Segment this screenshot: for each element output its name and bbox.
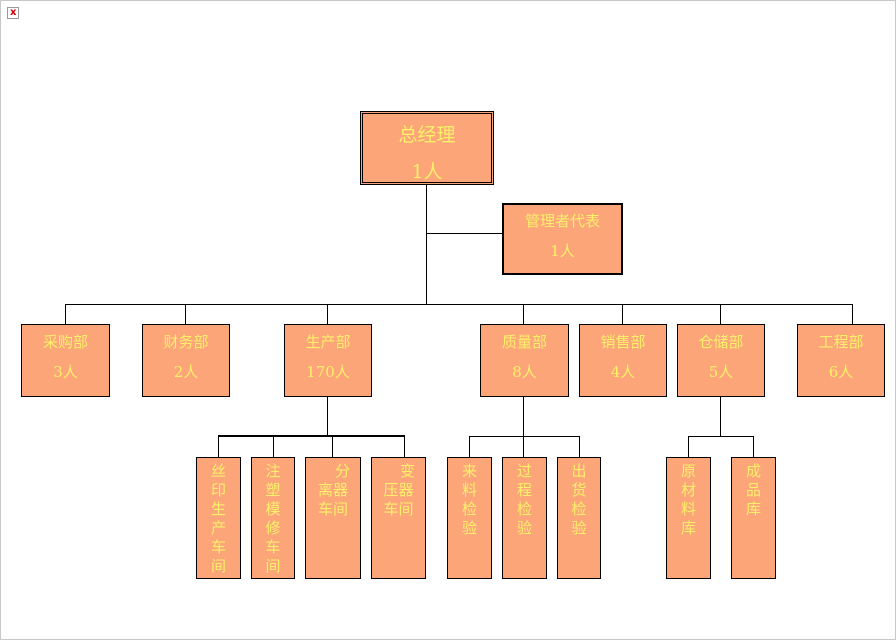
node-unit: 注塑模修车间 xyxy=(251,457,295,579)
node-dept-finance: 财务部 2人 xyxy=(142,324,230,397)
unit-label-line: 料 xyxy=(680,500,696,518)
unit-label-line: 检 xyxy=(461,500,477,518)
connector-prod-2 xyxy=(332,435,333,458)
node-management-rep-count: 1人 xyxy=(550,242,575,260)
unit-label-line: 库 xyxy=(745,500,761,518)
dept-name: 采购部 xyxy=(42,333,88,351)
unit-label-line: 丝 xyxy=(210,462,226,480)
node-unit: 成品库 xyxy=(731,457,776,579)
unit-label-line: 库 xyxy=(680,519,696,537)
unit-label-line: 压器 xyxy=(383,481,414,499)
connector-prod-1 xyxy=(273,435,274,458)
node-unit: 来料检验 xyxy=(447,457,492,579)
dept-name: 销售部 xyxy=(600,333,646,351)
dept-name: 质量部 xyxy=(501,333,547,351)
connector-wh-bus xyxy=(688,436,754,437)
unit-label-line: 过 xyxy=(516,462,532,480)
dept-name: 财务部 xyxy=(163,333,209,351)
node-dept-warehouse: 仓储部 5人 xyxy=(677,324,765,397)
node-dept-engineering: 工程部 6人 xyxy=(797,324,885,397)
connector-dept-1 xyxy=(185,304,186,324)
connector-qa-2 xyxy=(579,436,580,458)
unit-label-line: 原 xyxy=(680,462,696,480)
unit-label-line: 塑 xyxy=(265,481,281,499)
unit-label-line: 车间 xyxy=(317,500,348,518)
unit-label-line: 产 xyxy=(210,519,226,537)
connector-wh-0 xyxy=(688,436,689,458)
unit-label-line: 验 xyxy=(516,519,532,537)
unit-label-line: 间 xyxy=(265,557,281,575)
node-management-rep: 管理者代表 1人 xyxy=(502,203,623,275)
dept-name: 生产部 xyxy=(305,333,351,351)
node-dept-purchasing: 采购部 3人 xyxy=(21,324,110,397)
dept-count: 6人 xyxy=(828,363,854,381)
connector-wh-down xyxy=(720,396,721,436)
unit-label-line: 车 xyxy=(210,538,226,556)
connector-qa-1 xyxy=(523,436,524,458)
unit-label-line: 货 xyxy=(571,481,587,499)
unit-label-line: 材 xyxy=(680,481,696,499)
dept-count: 2人 xyxy=(173,363,199,381)
node-general-manager-count: 1人 xyxy=(411,161,443,183)
unit-label-line: 印 xyxy=(210,481,226,499)
node-general-manager: 总经理 1人 xyxy=(360,111,494,185)
unit-label-line: 车间 xyxy=(383,500,414,518)
dept-count: 8人 xyxy=(512,363,537,381)
dept-name: 工程部 xyxy=(818,333,864,351)
node-unit: 出货检验 xyxy=(557,457,601,579)
connector-qa-bus xyxy=(469,436,580,437)
connector-qa-down xyxy=(523,396,524,436)
unit-label-line: 变 xyxy=(399,462,415,480)
dept-count: 5人 xyxy=(708,363,734,381)
connector-dept-5 xyxy=(720,304,721,324)
node-dept-production: 生产部 170人 xyxy=(284,324,372,397)
unit-label-line: 注 xyxy=(265,462,281,480)
connector-dept-0 xyxy=(65,304,66,324)
connector-prod-0 xyxy=(218,435,219,458)
connector-dept-4 xyxy=(622,304,623,324)
unit-label-line: 分 xyxy=(334,462,350,480)
node-management-rep-name: 管理者代表 xyxy=(524,212,600,230)
connector-qa-0 xyxy=(469,436,470,458)
connector-dept-2 xyxy=(327,304,328,324)
unit-label-line: 验 xyxy=(461,519,477,537)
connector-prod-bus xyxy=(218,435,405,437)
connector-root-down xyxy=(426,184,427,304)
dept-name: 仓储部 xyxy=(698,333,744,351)
unit-label-line: 间 xyxy=(210,557,226,575)
connector-dept-3 xyxy=(523,304,524,324)
unit-label-line: 生 xyxy=(210,500,226,518)
connector-dept-bus xyxy=(65,304,853,305)
unit-label-line: 品 xyxy=(745,481,761,499)
connector-wh-1 xyxy=(753,436,754,458)
unit-label-line: 验 xyxy=(571,519,587,537)
node-dept-quality: 质量部 8人 xyxy=(480,324,569,397)
node-unit: 分离器车间 xyxy=(305,457,361,579)
node-dept-sales: 销售部 4人 xyxy=(579,324,667,397)
unit-label-line: 程 xyxy=(516,481,532,499)
node-unit: 丝印生产车间 xyxy=(196,457,241,579)
node-unit: 原材料库 xyxy=(666,457,711,579)
unit-label-line: 成 xyxy=(745,462,761,480)
node-unit: 过程检验 xyxy=(502,457,547,579)
unit-label-line: 来 xyxy=(461,462,477,480)
unit-label-line: 检 xyxy=(516,500,532,518)
unit-label-line: 车 xyxy=(265,538,281,556)
node-general-manager-name: 总经理 xyxy=(398,124,456,146)
connector-dept-6 xyxy=(852,304,853,324)
connector-prod-down xyxy=(327,396,328,436)
dept-count: 4人 xyxy=(610,363,636,381)
unit-label-line: 离器 xyxy=(317,481,348,499)
node-unit: 变压器车间 xyxy=(371,457,426,579)
unit-label-line: 出 xyxy=(571,462,587,480)
unit-label-line: 模 xyxy=(265,500,281,518)
dept-count: 170人 xyxy=(306,363,350,381)
unit-label-line: 料 xyxy=(461,481,477,499)
unit-label-line: 修 xyxy=(265,519,281,537)
connector-rep xyxy=(426,233,502,234)
broken-image-icon: x xyxy=(7,7,19,19)
connector-prod-3 xyxy=(404,435,405,458)
unit-label-line: 检 xyxy=(571,500,587,518)
dept-count: 3人 xyxy=(53,363,78,381)
